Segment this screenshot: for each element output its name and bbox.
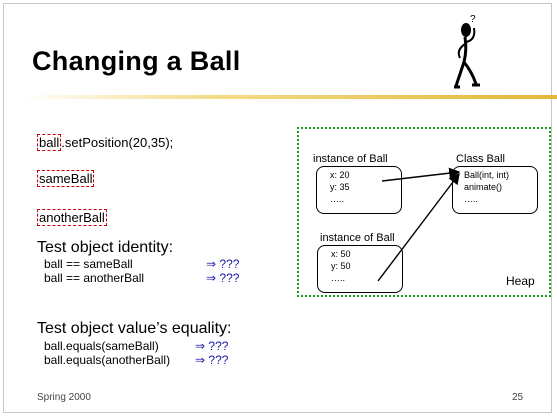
another-ball-line: anotherBall (37, 209, 107, 226)
equality-row-expr: ball.equals(sameBall) (44, 339, 159, 353)
instance1-box (316, 166, 402, 214)
instance1-label: instance of Ball (313, 153, 388, 165)
identity-heading: Test object identity: (37, 239, 174, 256)
slide-frame (3, 3, 552, 413)
instance1-field: y: 35 (330, 182, 350, 192)
class-ball-member: ….. (464, 194, 479, 204)
instance2-box (317, 245, 403, 293)
heap-label: Heap (506, 274, 535, 288)
slide-title: Changing a Ball (32, 46, 241, 76)
equality-heading: Test object value’s equality: (37, 320, 232, 337)
set-position-call: .setPosition(20,35); (61, 135, 174, 150)
title-underline (20, 95, 557, 99)
instance2-field: x: 50 (331, 249, 351, 259)
thinking-figure-icon: ? (454, 14, 480, 89)
same-ball-reference-box: sameBall (37, 170, 95, 187)
identity-row-expr: ball == sameBall (44, 257, 133, 271)
ball-reference-box: ball (37, 134, 62, 151)
instance2-label: instance of Ball (320, 232, 395, 244)
class-ball-box (452, 166, 538, 214)
instance1-class-arrow (381, 167, 461, 182)
identity-row-expr: ball == anotherBall (44, 271, 145, 285)
class-ball-label: Class Ball (456, 153, 505, 165)
slide-number: 25 (512, 392, 524, 403)
svg-text:?: ? (470, 14, 476, 25)
same-ball-line: sameBall (37, 170, 95, 187)
instance2-field: y: 50 (331, 261, 351, 271)
footer-date: Spring 2000 (37, 392, 91, 403)
class-ball-member: animate() (464, 182, 503, 192)
another-ball-reference-box: anotherBall (37, 209, 107, 226)
equality-row-expr: ball.equals(anotherBall) (44, 353, 171, 367)
instance1-field: ….. (330, 194, 345, 204)
equality-row-result: ⇒ ??? (195, 339, 229, 353)
instance1-field: x: 20 (330, 170, 350, 180)
class-ball-member: Ball(int, int) (464, 170, 510, 180)
instance2-field: ….. (331, 273, 346, 283)
heap-diagram (297, 127, 551, 297)
identity-row-result: ⇒ ??? (206, 257, 240, 271)
instance2-class-arrow (377, 172, 460, 282)
equality-row-result: ⇒ ??? (195, 353, 229, 367)
set-position-line: ball.setPosition(20,35); (37, 134, 174, 151)
identity-row-result: ⇒ ??? (206, 271, 240, 285)
